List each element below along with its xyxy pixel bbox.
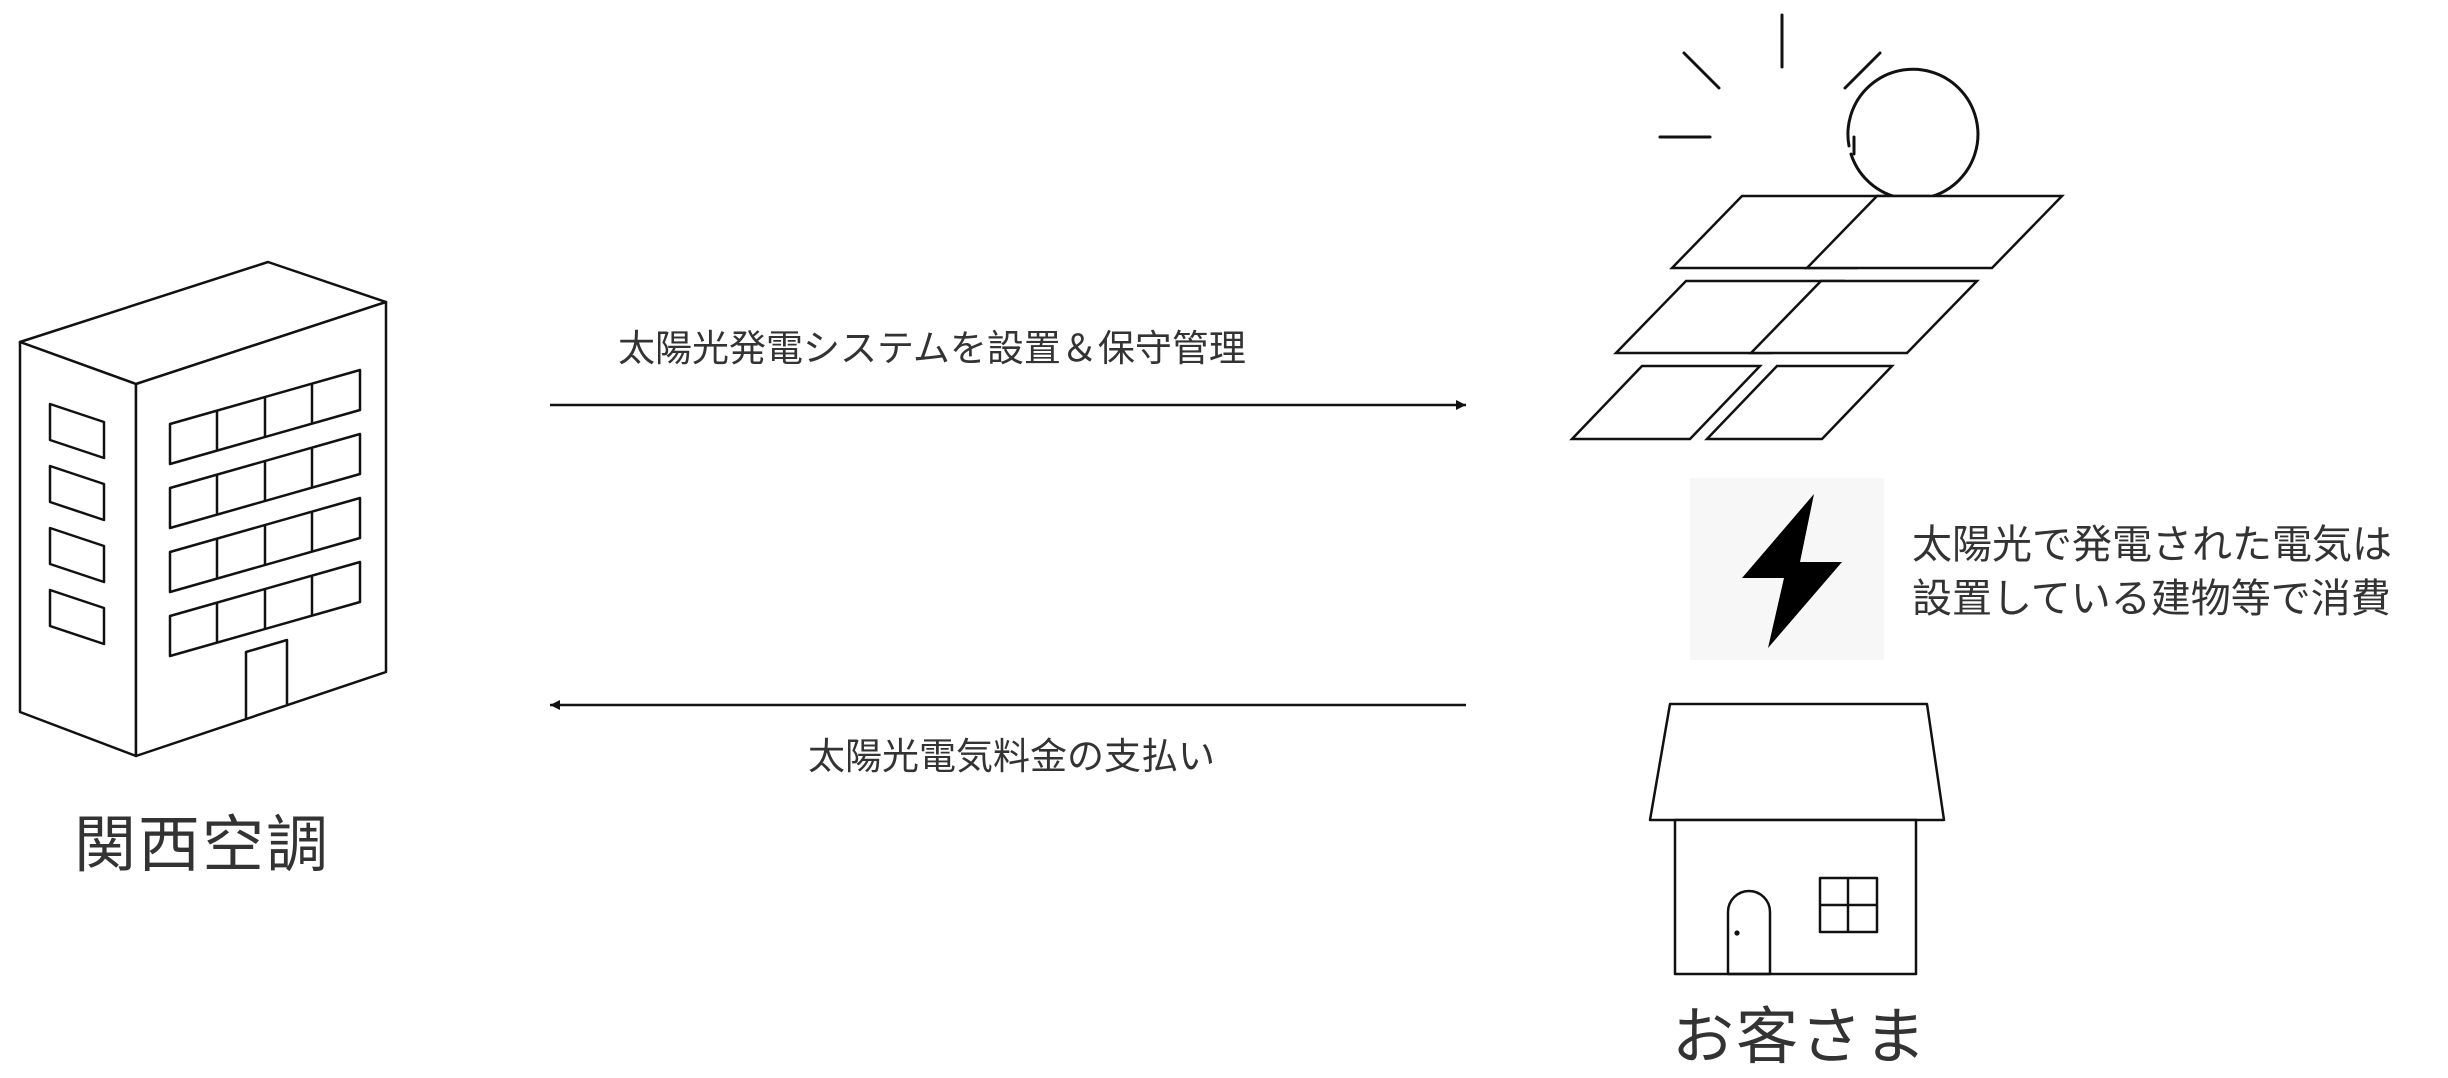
house-icon — [1648, 702, 1946, 976]
payment-label: 太陽光電気料金の支払い — [808, 735, 1215, 778]
consumption-note-line2: 設置している建物等で消費 — [1912, 576, 2391, 622]
consumption-note-line1: 太陽光で発電された電気は — [1912, 522, 2392, 568]
consumption-note: 太陽光で発電された電気は 設置している建物等で消費 — [1912, 518, 2392, 626]
customer-name: お客さま — [1672, 1000, 1929, 1073]
company-name: 関西空調 — [74, 808, 331, 881]
lightning-bolt-icon — [1690, 478, 1884, 660]
installation-label: 太陽光発電システムを設置＆保守管理 — [618, 327, 1246, 370]
sun-icon — [1658, 13, 1980, 201]
solar-panel-icon — [1569, 194, 2065, 441]
office-building-icon — [18, 260, 388, 758]
